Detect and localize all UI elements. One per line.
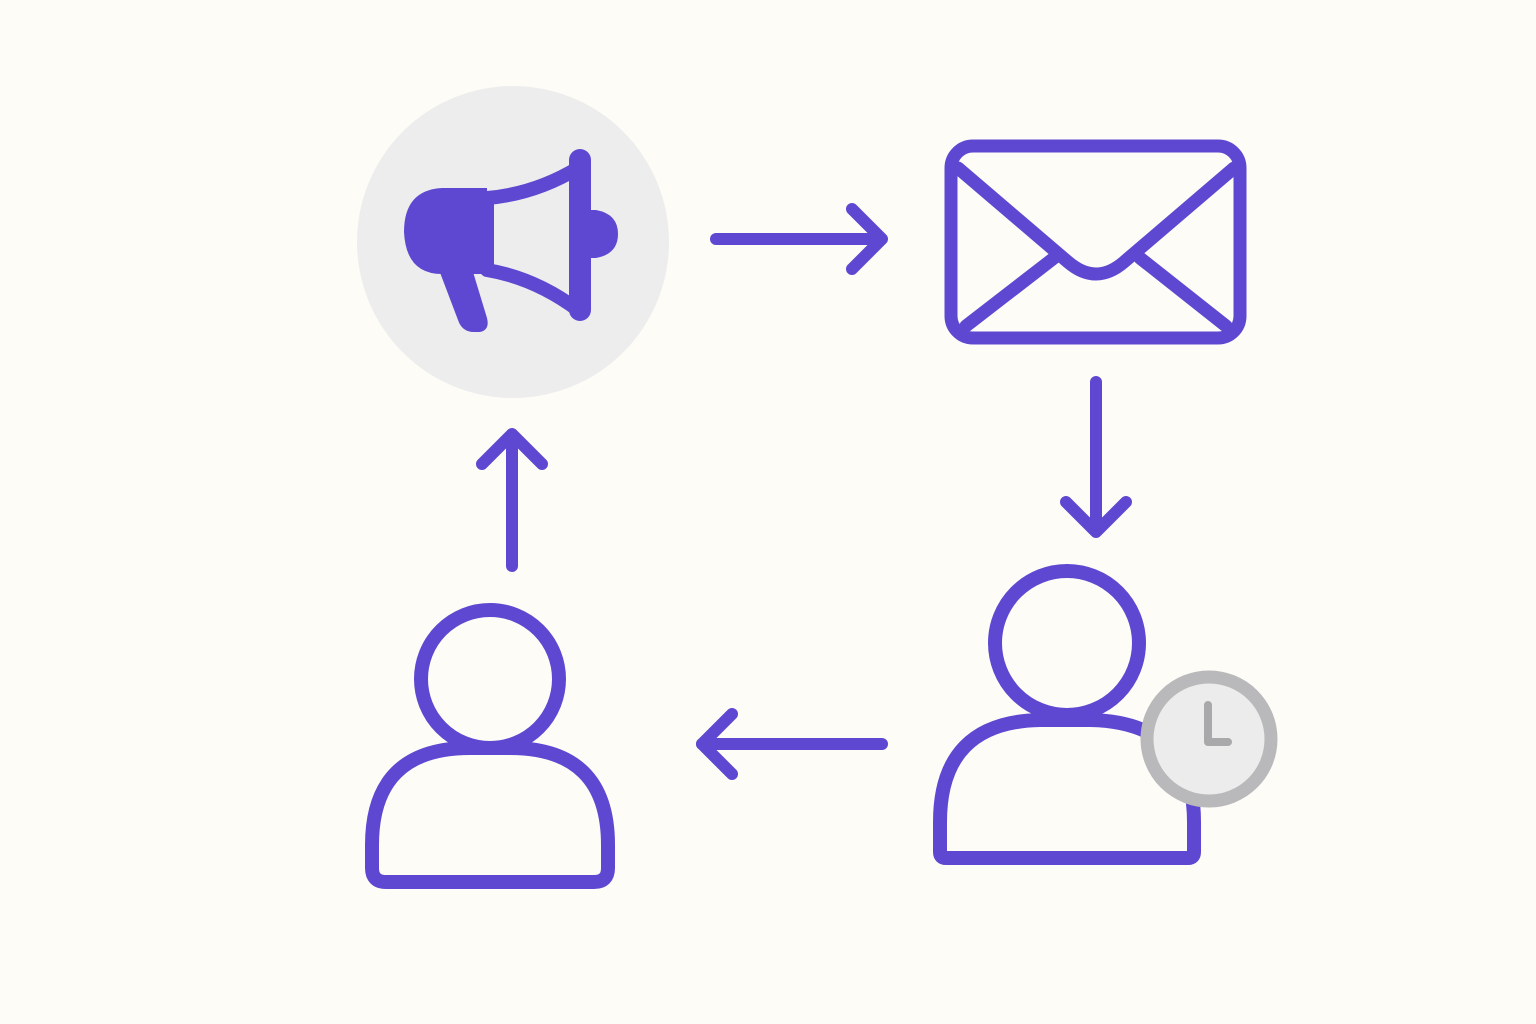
megaphone-highlight-circle — [357, 86, 669, 398]
user-icon — [365, 603, 615, 889]
megaphone-icon — [404, 149, 618, 332]
arrow-user-to-megaphone — [476, 428, 548, 572]
envelope-node — [944, 139, 1247, 345]
user-clock-icon — [933, 564, 1278, 865]
arrow-email-to-waiting-user — [1060, 376, 1132, 538]
arrow-megaphone-to-email — [710, 203, 888, 275]
clock-icon — [1140, 670, 1278, 808]
user-node — [365, 603, 615, 889]
arrow-waiting-user-to-user — [696, 708, 888, 780]
envelope-icon — [944, 139, 1247, 345]
waiting-user-node — [933, 564, 1278, 865]
megaphone-node — [357, 86, 669, 398]
